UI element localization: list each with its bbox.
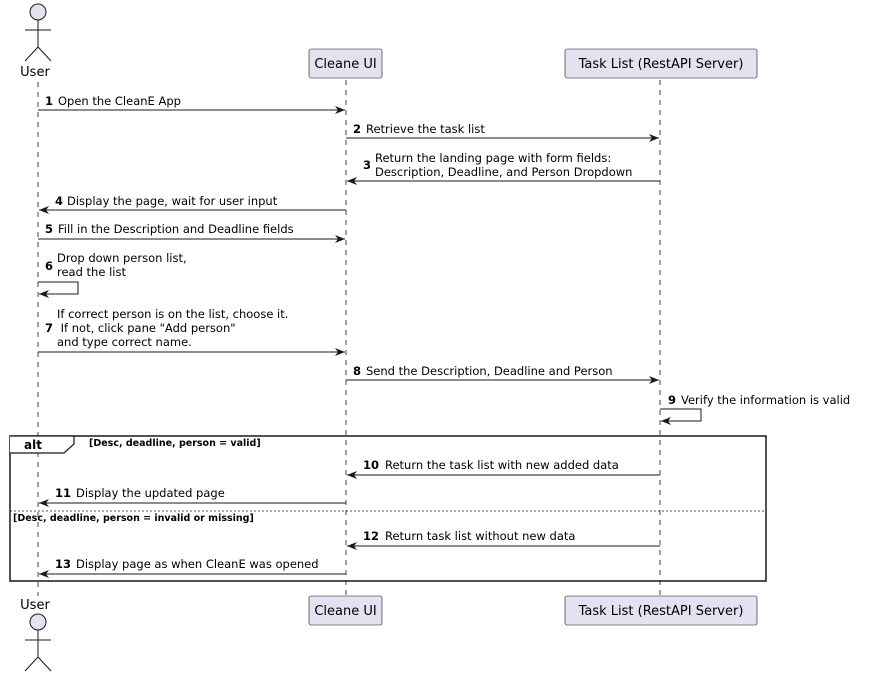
message-text: Fill in the Description and Deadline fie… bbox=[58, 222, 294, 236]
participants-top: User Cleane UI Task List (RestAPI Server… bbox=[20, 3, 758, 80]
message-number: 12 bbox=[363, 529, 379, 543]
participant-box-tasklist-bottom: Task List (RestAPI Server) bbox=[564, 595, 758, 626]
alt-tab bbox=[10, 435, 75, 454]
message-number: 13 bbox=[55, 557, 71, 571]
message-number: 10 bbox=[363, 458, 379, 472]
actor-figure-icon bbox=[24, 3, 52, 62]
alt-guard-invalid: [Desc, deadline, person = invalid or mis… bbox=[13, 513, 254, 524]
message-text: Return the landing page with form fields… bbox=[375, 151, 611, 165]
message-text: Verify the information is valid bbox=[681, 393, 850, 407]
message-1: 1 Open the CleanE App bbox=[38, 94, 345, 114]
participant-box-ui-top: Cleane UI bbox=[308, 48, 383, 79]
message-text: Display the updated page bbox=[76, 486, 225, 500]
message-number: 7 bbox=[45, 321, 53, 335]
message-number: 5 bbox=[45, 222, 53, 236]
alt-keyword: alt bbox=[24, 438, 42, 452]
message-13: 13 Display page as when CleanE was opene… bbox=[39, 557, 346, 578]
message-text: Return the task list with new added data bbox=[385, 458, 619, 472]
participants-bottom: User Cleane UI Task List (RestAPI Server… bbox=[20, 595, 758, 672]
message-2: 2 Retrieve the task list bbox=[346, 122, 659, 142]
message-text: Open the CleanE App bbox=[58, 94, 181, 108]
message-text: Display the page, wait for user input bbox=[67, 194, 278, 208]
message-8: 8 Send the Description, Deadline and Per… bbox=[346, 364, 659, 384]
alt-fragment: alt [Desc, deadline, person = valid] [De… bbox=[9, 435, 767, 582]
message-6: 6 Drop down person list, read the list bbox=[38, 251, 187, 298]
participant-label-ui: Cleane UI bbox=[314, 57, 376, 72]
participant-label-tasklist: Task List (RestAPI Server) bbox=[578, 57, 744, 72]
message-arrow-self bbox=[38, 281, 79, 298]
participant-label-user: User bbox=[20, 65, 50, 80]
lifelines bbox=[37, 80, 661, 596]
message-3: 3 Return the landing page with form fiel… bbox=[347, 151, 660, 185]
message-number: 1 bbox=[45, 94, 53, 108]
message-number: 8 bbox=[353, 364, 361, 378]
message-text: Description, Deadline, and Person Dropdo… bbox=[375, 165, 632, 179]
message-text: Send the Description, Deadline and Perso… bbox=[366, 364, 613, 378]
message-text: Return task list without new data bbox=[385, 529, 575, 543]
message-number: 9 bbox=[668, 393, 676, 407]
message-text: Display page as when CleanE was opened bbox=[76, 557, 319, 571]
participant-label-tasklist-bottom: Task List (RestAPI Server) bbox=[578, 604, 744, 619]
message-11: 11 Display the updated page bbox=[39, 486, 346, 507]
message-text: Drop down person list, bbox=[57, 251, 187, 265]
participant-label-user-bottom: User bbox=[20, 598, 50, 613]
message-7: 7 If correct person is on the list, choo… bbox=[38, 307, 345, 356]
message-10: 10 Return the task list with new added d… bbox=[347, 458, 660, 479]
message-number: 3 bbox=[363, 158, 371, 172]
message-text: Retrieve the task list bbox=[366, 122, 485, 136]
message-number: 2 bbox=[353, 122, 361, 136]
message-text: If not, click pane "Add person" bbox=[57, 321, 236, 335]
message-number: 4 bbox=[55, 194, 63, 208]
message-arrow-self bbox=[660, 408, 702, 425]
participant-box-tasklist-top: Task List (RestAPI Server) bbox=[564, 48, 758, 79]
alt-guard-valid: [Desc, deadline, person = valid] bbox=[89, 438, 261, 449]
participant-label-ui-bottom: Cleane UI bbox=[314, 604, 376, 619]
message-9: 9 Verify the information is valid bbox=[660, 393, 850, 425]
participant-box-ui-bottom: Cleane UI bbox=[308, 595, 383, 626]
message-4: 4 Display the page, wait for user input bbox=[39, 194, 346, 214]
actor-figure-icon bbox=[24, 613, 52, 672]
messages: 1 Open the CleanE App 2 Retrieve the tas… bbox=[38, 94, 850, 578]
message-text: read the list bbox=[57, 265, 126, 279]
message-text: and type correct name. bbox=[57, 335, 192, 349]
actor-user-top: User bbox=[20, 3, 52, 80]
message-text: If correct person is on the list, choose… bbox=[57, 307, 288, 321]
message-number: 6 bbox=[45, 259, 53, 273]
actor-user-bottom: User bbox=[20, 598, 52, 672]
message-12: 12 Return task list without new data bbox=[347, 529, 660, 550]
message-number: 11 bbox=[55, 486, 71, 500]
message-5: 5 Fill in the Description and Deadline f… bbox=[38, 222, 345, 243]
alt-frame bbox=[9, 435, 767, 582]
